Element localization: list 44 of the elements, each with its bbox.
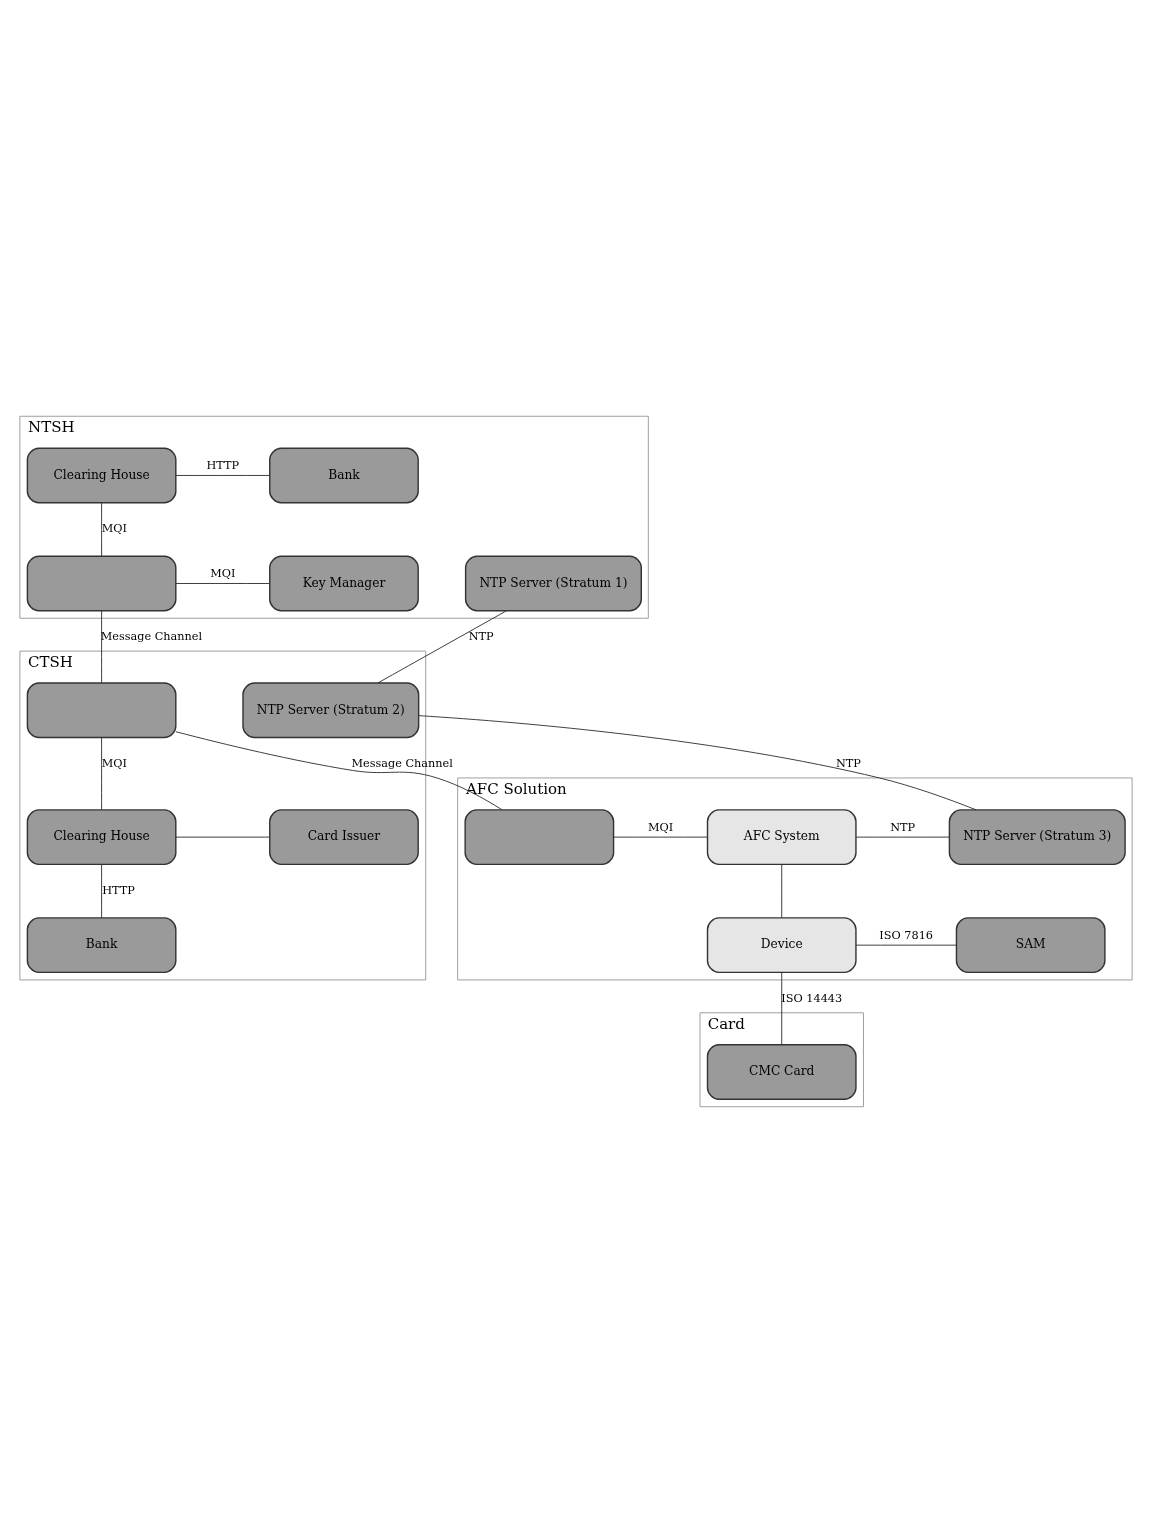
- edge-label: ISO 14443: [781, 992, 843, 1006]
- node-box: NTP Server (Stratum 1): [464, 555, 642, 612]
- edge-label: ISO 7816: [879, 929, 934, 943]
- node-box: NTP Server (Stratum 2): [242, 682, 420, 739]
- connector: [418, 715, 977, 811]
- connector: [855, 944, 957, 946]
- connector: [101, 737, 103, 811]
- node-box: AFC System: [706, 809, 857, 866]
- edge-label: MQI: [647, 821, 674, 835]
- node-box: [26, 555, 177, 612]
- connector: [175, 474, 271, 476]
- edge-label: NTP: [468, 630, 494, 644]
- node-box: Card Issuer: [269, 809, 419, 866]
- edge-label: NTP: [835, 757, 861, 771]
- connector: [101, 610, 103, 684]
- node-box: Key Manager: [269, 555, 419, 612]
- connector: [855, 836, 950, 838]
- connector: [101, 864, 103, 919]
- connector: [781, 864, 783, 919]
- node-box: Bank: [26, 917, 177, 974]
- node-box: CMC Card: [706, 1044, 857, 1100]
- connector: [175, 583, 271, 584]
- connector: [613, 836, 708, 838]
- edge-label: Message Channel: [351, 757, 453, 771]
- node-box: Device: [706, 917, 857, 974]
- edge-label: MQI: [101, 522, 127, 536]
- node-box: Clearing House: [26, 447, 177, 504]
- edge-label: MQI: [210, 567, 236, 581]
- node-box: [464, 809, 615, 866]
- connector: [175, 836, 270, 838]
- edge-label: HTTP: [102, 884, 135, 898]
- connector: [101, 502, 103, 557]
- connector: [377, 610, 507, 684]
- node-box: Clearing House: [26, 809, 177, 866]
- edge-label: Message Channel: [100, 630, 203, 644]
- node-box: Bank: [269, 447, 419, 504]
- edge-label: MQI: [101, 757, 127, 771]
- connector: [175, 731, 503, 811]
- node-box: NTP Server (Stratum 3): [948, 809, 1126, 866]
- node-box: SAM: [955, 917, 1106, 974]
- edge-label: NTP: [890, 821, 916, 835]
- node-box: [26, 682, 177, 739]
- connector: [781, 972, 783, 1046]
- edge-label: HTTP: [206, 459, 240, 473]
